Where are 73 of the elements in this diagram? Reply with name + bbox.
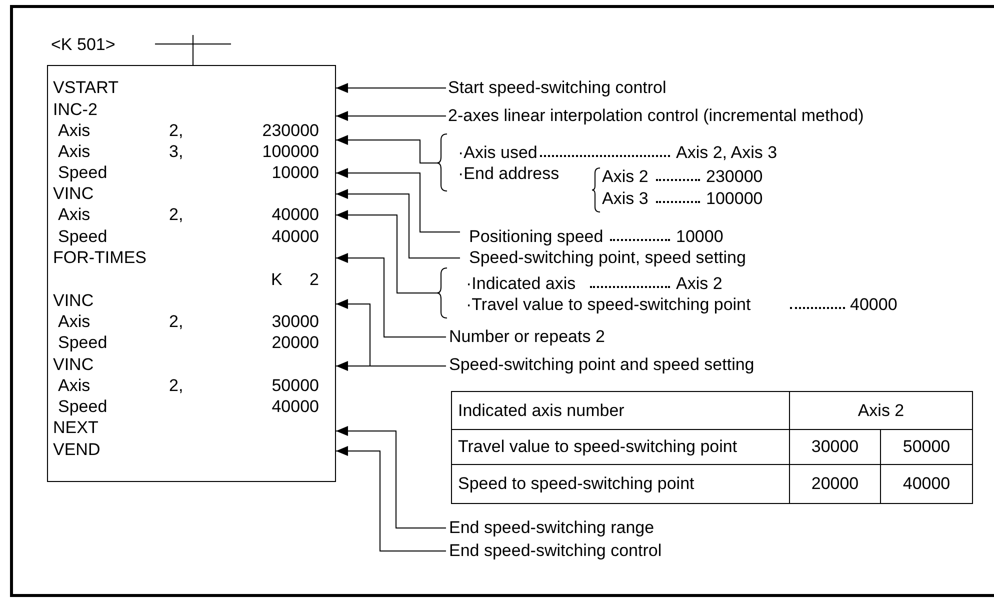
annotation-text: 230000 (706, 167, 763, 187)
annotation-text: End speed-switching range (449, 518, 654, 538)
program-text: Axis (58, 121, 90, 141)
program-text: 50000 (272, 376, 319, 396)
annotation-text: Number or repeats 2 (449, 327, 605, 347)
program-text: VEND (53, 440, 100, 460)
annotation-text: ·End address (458, 164, 560, 184)
program-text: 10000 (272, 163, 319, 183)
program-text: Speed (58, 397, 108, 417)
annotation-text: Axis 2 (602, 167, 648, 187)
program-text: Axis (58, 376, 90, 396)
program-text: 230000 (262, 121, 319, 141)
program-text: 40000 (272, 205, 319, 225)
program-text: 40000 (272, 227, 319, 247)
program-text: INC-2 (53, 100, 98, 120)
leader-arrow (336, 135, 438, 164)
program-text: 2, (169, 376, 184, 396)
leader-arrow (336, 83, 446, 93)
leader-arrow (336, 168, 460, 232)
program-text: VINC (53, 355, 94, 375)
program-text: VINC (53, 184, 94, 204)
leader-arrow (336, 426, 446, 528)
leader-arrow (336, 253, 446, 338)
program-text: K (271, 270, 282, 290)
program-text: 20000 (272, 333, 319, 353)
program-text: VSTART (53, 78, 118, 98)
annotation-text: Start speed-switching control (448, 78, 666, 98)
program-text: Axis (58, 142, 90, 162)
annotation-text: 10000 (676, 227, 724, 247)
program-text: FOR-TIMES (53, 248, 146, 268)
program-box (47, 65, 336, 482)
program-text: 100000 (262, 142, 319, 162)
program-text: Axis (58, 205, 90, 225)
program-text: 3, (169, 142, 184, 162)
table-cell: 20000 (790, 464, 880, 504)
program-text: 30000 (272, 312, 319, 332)
annotation-text: Speed-switching point, speed setting (469, 248, 746, 268)
annotation-text: Axis 2 (676, 274, 722, 294)
annotation-text: End speed-switching control (449, 541, 662, 561)
annotation-text: ·Indicated axis (466, 274, 576, 294)
annotation-text: Axis 3 (602, 189, 648, 209)
annotation-text: Positioning speed (469, 227, 604, 247)
table-cell: Travel value to speed-switching point (452, 430, 790, 464)
program-text: 2 (310, 270, 319, 290)
program-text: 40000 (272, 397, 319, 417)
table-cell: 50000 (880, 430, 972, 464)
program-text: 2, (169, 312, 184, 332)
leader-arrow (336, 111, 446, 121)
program-text: Speed (58, 227, 108, 247)
leader-arrow (336, 189, 460, 258)
annotation-text: 2-axes linear interpolation control (incremental method) (448, 106, 864, 126)
program-text: 2, (169, 205, 184, 225)
leader-arrow (336, 446, 446, 552)
annotation-text: 40000 (850, 295, 898, 315)
program-text: 2, (169, 121, 184, 141)
annotation-text: Axis 2, Axis 3 (676, 143, 778, 163)
program-text: NEXT (53, 418, 98, 438)
program-text: Speed (58, 163, 108, 183)
leader-arrow (336, 210, 438, 294)
program-text: VINC (53, 291, 94, 311)
table-cell: Speed to speed-switching point (452, 464, 790, 504)
program-text: Speed (58, 333, 108, 353)
annotation-text: ·Travel value to speed-switching point (466, 295, 751, 315)
program-text: Axis (58, 312, 90, 332)
table-cell: Indicated axis number (452, 392, 790, 430)
annotation-text: Speed-switching point and speed setting (449, 355, 754, 375)
table-cell: 40000 (880, 464, 972, 504)
leader-arrow (336, 361, 446, 371)
annotation-text: 100000 (706, 189, 763, 209)
program-label: <K 501> (51, 35, 116, 55)
table-cell: Axis 2 (790, 392, 972, 430)
annotation-text: ·Axis used (458, 143, 538, 163)
table-cell: 30000 (790, 430, 880, 464)
